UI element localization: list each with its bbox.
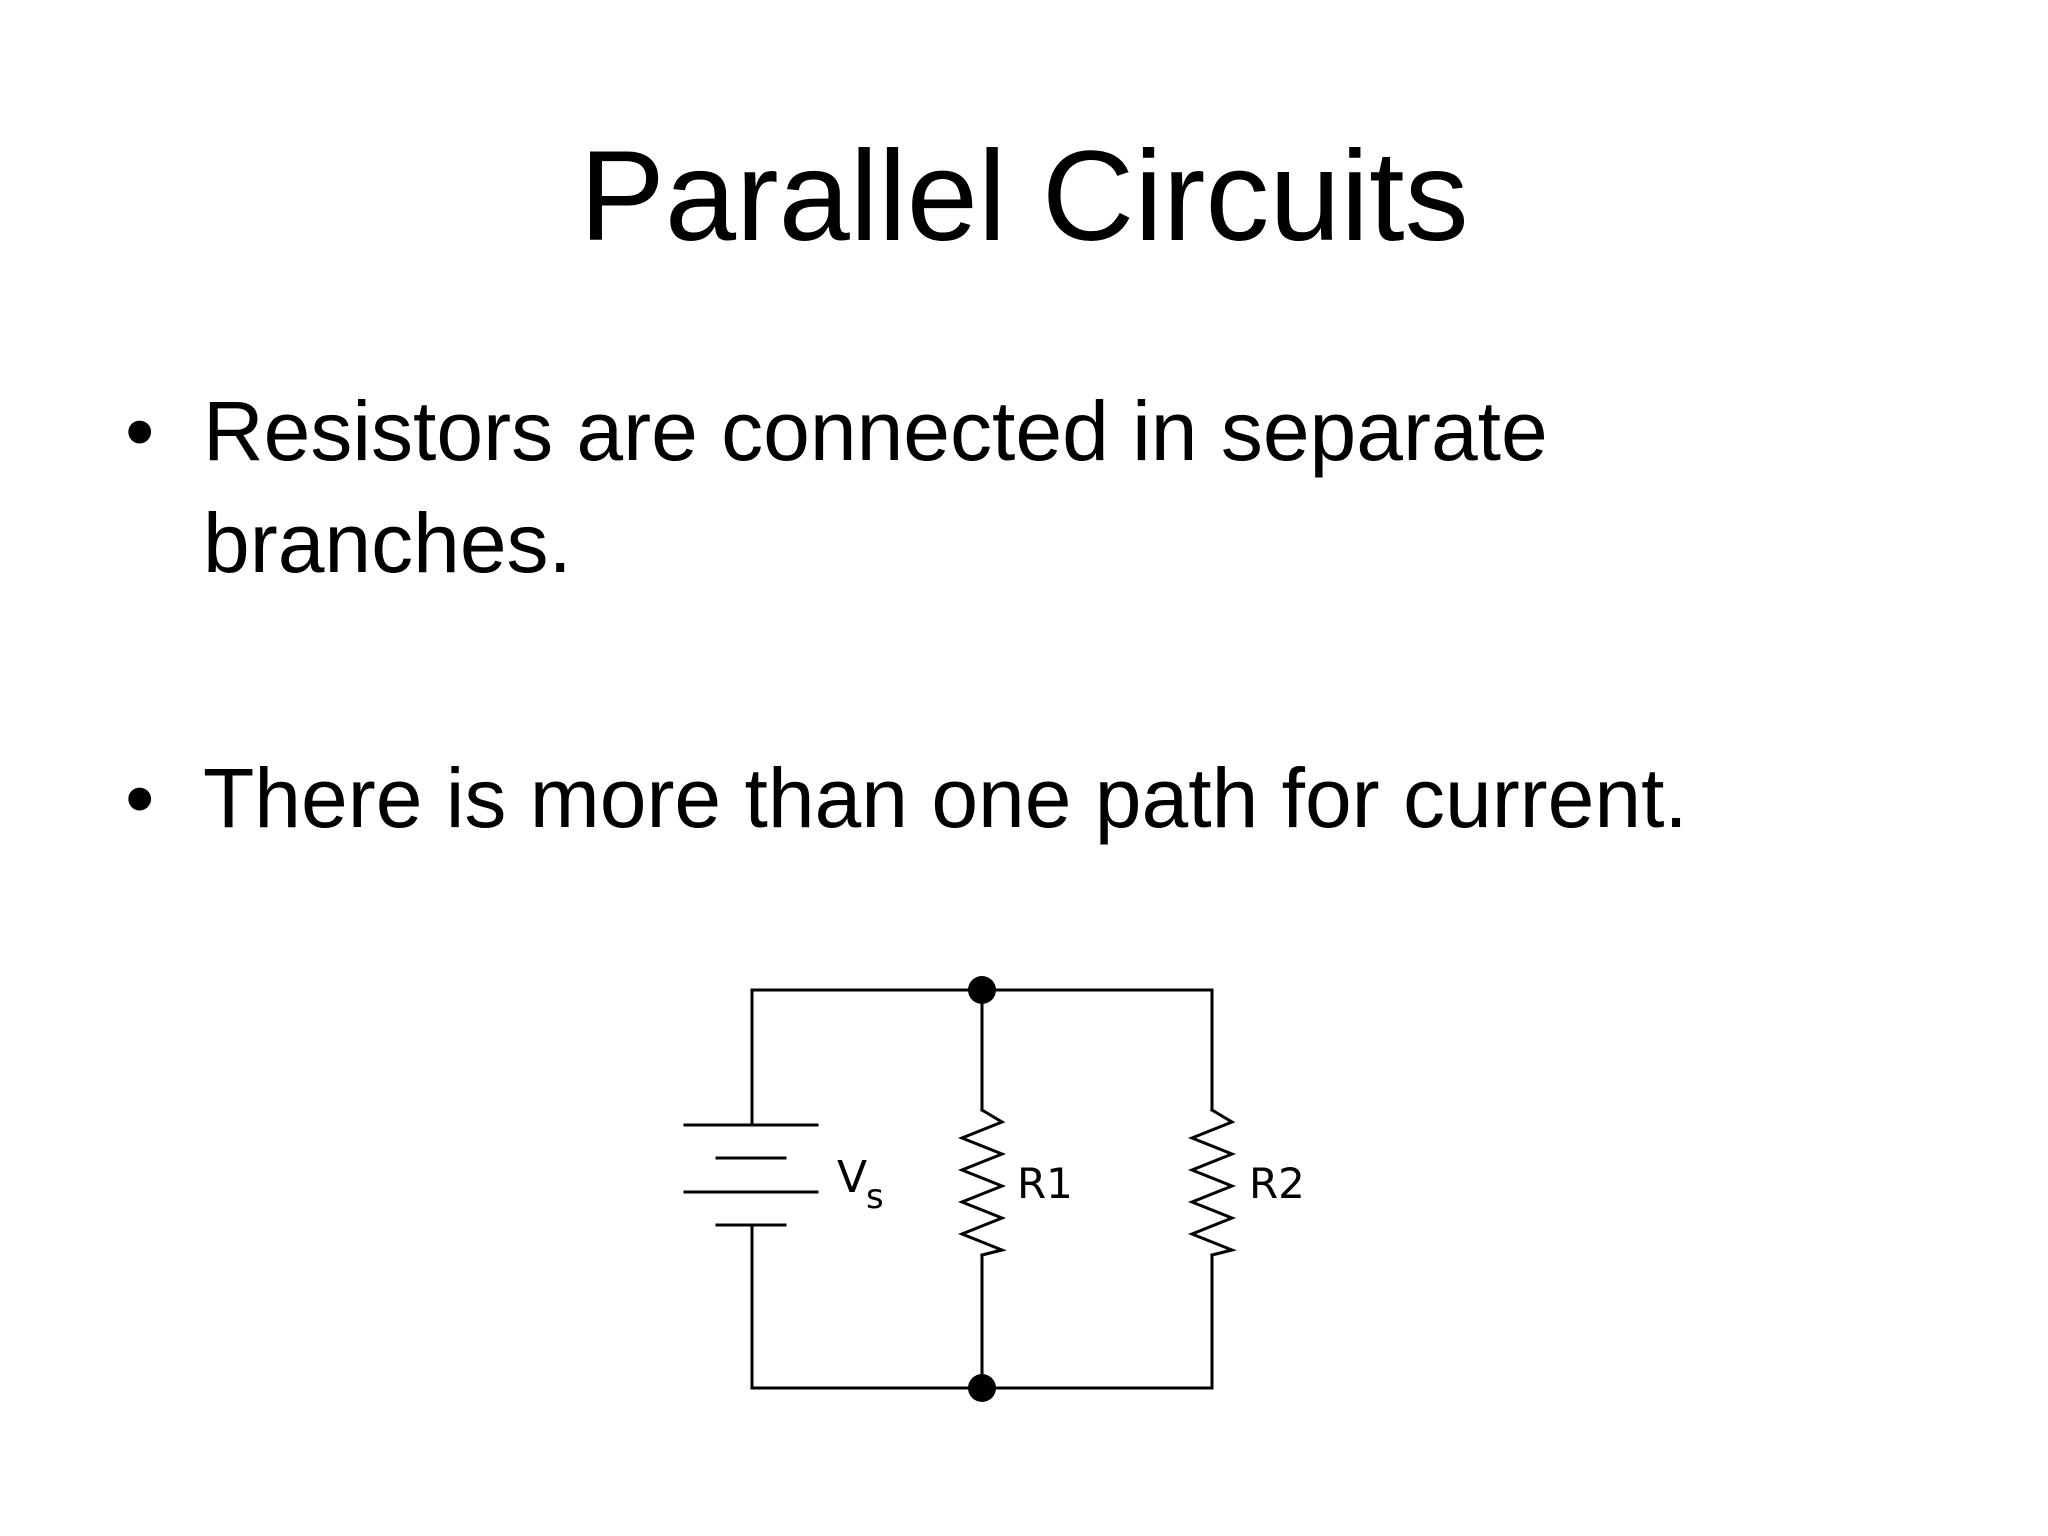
resistor-r1-symbol bbox=[957, 1107, 1007, 1257]
bullet-text: There is more than one path for current. bbox=[203, 751, 1688, 845]
resistor-r2-symbol bbox=[1187, 1107, 1237, 1257]
slide-title: Parallel Circuits bbox=[579, 125, 1469, 268]
source-subscript: s bbox=[866, 1177, 884, 1217]
resistor-label-r1: R1 bbox=[1017, 1159, 1073, 1208]
junction-dot-top bbox=[968, 976, 996, 1004]
bullet-text: Resistors are connected in separate bran… bbox=[203, 384, 1548, 590]
resistor-label-r2: R2 bbox=[1249, 1159, 1305, 1208]
battery-symbol bbox=[683, 1123, 819, 1227]
junction-dot-bottom bbox=[968, 1374, 996, 1402]
source-label: V bbox=[837, 1152, 867, 1203]
bullet-marker: • bbox=[125, 751, 155, 845]
bullet-list: • Resistors are connected in separate br… bbox=[125, 375, 1925, 854]
bullet-marker: • bbox=[125, 384, 155, 478]
bullet-item: • There is more than one path for curren… bbox=[125, 742, 1925, 854]
parallel-circuit-diagram: V s R1 R2 bbox=[683, 976, 1305, 1402]
bullet-item: • Resistors are connected in separate br… bbox=[125, 375, 1925, 599]
